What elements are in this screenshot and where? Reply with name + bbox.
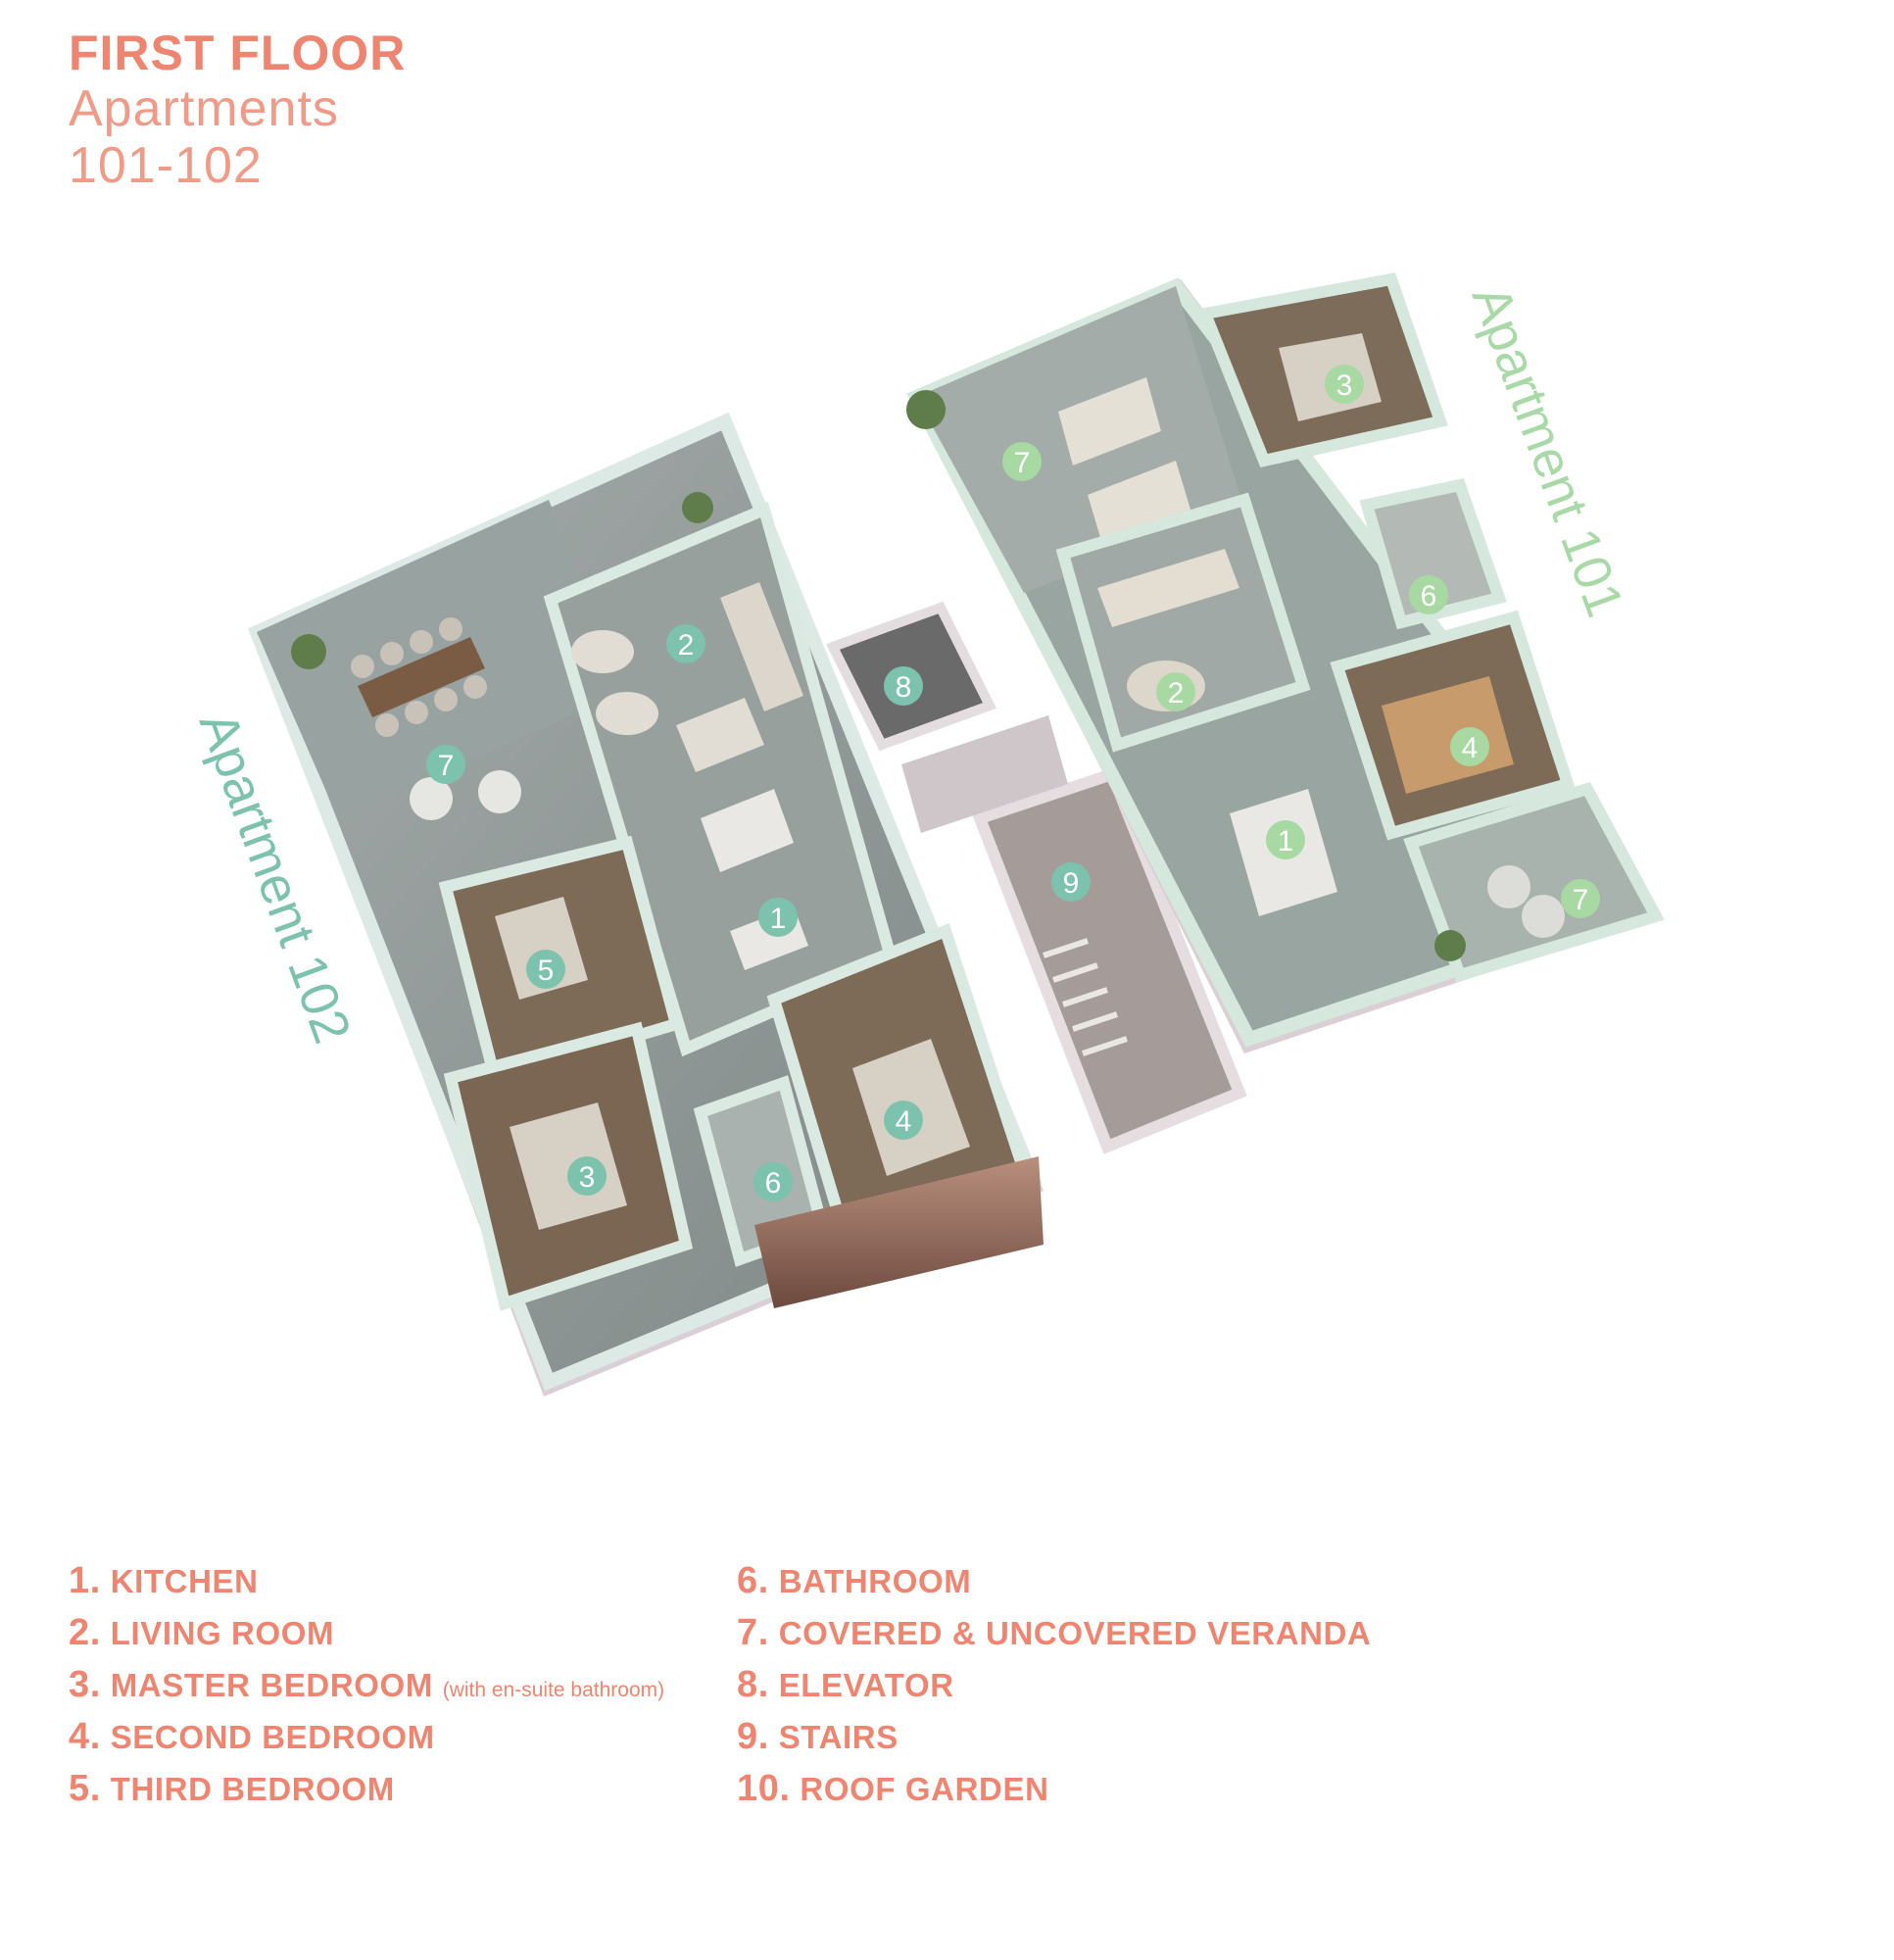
marker-elevator: 8 <box>884 666 923 706</box>
legend-item-second-bedroom: 4. SECOND BEDROOM <box>69 1716 435 1757</box>
svg-text:1: 1 <box>770 903 787 935</box>
marker-stairs: 9 <box>1051 862 1091 902</box>
marker-102-bathroom: 6 <box>753 1162 793 1201</box>
legend-item-elevator: 8. ELEVATOR <box>737 1664 954 1705</box>
svg-text:1: 1 <box>1278 825 1294 858</box>
svg-text:4: 4 <box>896 1105 912 1138</box>
plant-icon <box>291 634 326 669</box>
marker-101-bathroom: 6 <box>1409 575 1448 614</box>
svg-text:3: 3 <box>1336 369 1353 402</box>
svg-text:7: 7 <box>1014 447 1031 479</box>
marker-101-veranda: 7 <box>1002 442 1042 481</box>
svg-text:2: 2 <box>678 629 695 662</box>
marker-101-second-bedroom: 4 <box>1450 727 1489 766</box>
legend-note: (with en-suite bathroom) <box>442 1679 665 1701</box>
svg-text:6: 6 <box>1421 580 1437 612</box>
svg-text:4: 4 <box>1462 732 1479 764</box>
marker-101-kitchen: 1 <box>1266 820 1305 859</box>
apartment-102-block <box>248 412 1044 1396</box>
legend-item-stairs: 9. STAIRS <box>737 1716 898 1757</box>
marker-102-living: 2 <box>666 624 705 663</box>
svg-text:5: 5 <box>538 955 555 987</box>
legend-item-kitchen: 1. KITCHEN <box>69 1560 259 1601</box>
svg-text:7: 7 <box>438 750 455 782</box>
svg-text:9: 9 <box>1063 867 1080 900</box>
stair-shaft <box>972 766 1247 1154</box>
svg-text:2: 2 <box>1168 677 1185 710</box>
svg-text:3: 3 <box>579 1161 596 1194</box>
legend-item-bathroom: 6. BATHROOM <box>737 1560 972 1601</box>
legend-item-living-room: 2. LIVING ROOM <box>69 1612 335 1653</box>
marker-101-master-bedroom: 3 <box>1325 365 1364 404</box>
marker-102-third-bedroom: 5 <box>526 950 565 989</box>
apartments-subtitle: Apartments <box>69 80 339 137</box>
legend-item-roof-garden: 10. ROOF GARDEN <box>737 1768 1049 1809</box>
marker-102-master-bedroom: 3 <box>567 1156 607 1196</box>
marker-102-second-bedroom: 4 <box>884 1101 923 1140</box>
marker-102-veranda: 7 <box>426 745 465 784</box>
apartment-range: 101-102 <box>69 137 263 195</box>
legend-item-third-bedroom: 5. THIRD BEDROOM <box>69 1768 395 1809</box>
marker-101-living: 2 <box>1156 672 1195 711</box>
legend-right: 6. BATHROOM 7. COVERED & UNCOVERED VERAN… <box>737 1555 1371 1815</box>
dining-table <box>358 637 485 717</box>
legend-item-master-bedroom: 3. MASTER BEDROOM (with en-suite bathroo… <box>69 1664 665 1705</box>
page-title: FIRST FLOOR Apartments 101-102 <box>69 25 406 194</box>
marker-101-veranda-2: 7 <box>1561 879 1600 918</box>
plant-icon <box>906 390 946 429</box>
floor-title: FIRST FLOOR <box>69 25 407 80</box>
svg-text:8: 8 <box>896 671 912 704</box>
marker-102-kitchen: 1 <box>758 898 798 937</box>
svg-text:6: 6 <box>765 1167 782 1200</box>
legend-item-veranda: 7. COVERED & UNCOVERED VERANDA <box>737 1612 1372 1653</box>
legend-left: 1. KITCHEN 2. LIVING ROOM 3. MASTER BEDR… <box>69 1555 664 1815</box>
svg-text:7: 7 <box>1573 884 1589 916</box>
